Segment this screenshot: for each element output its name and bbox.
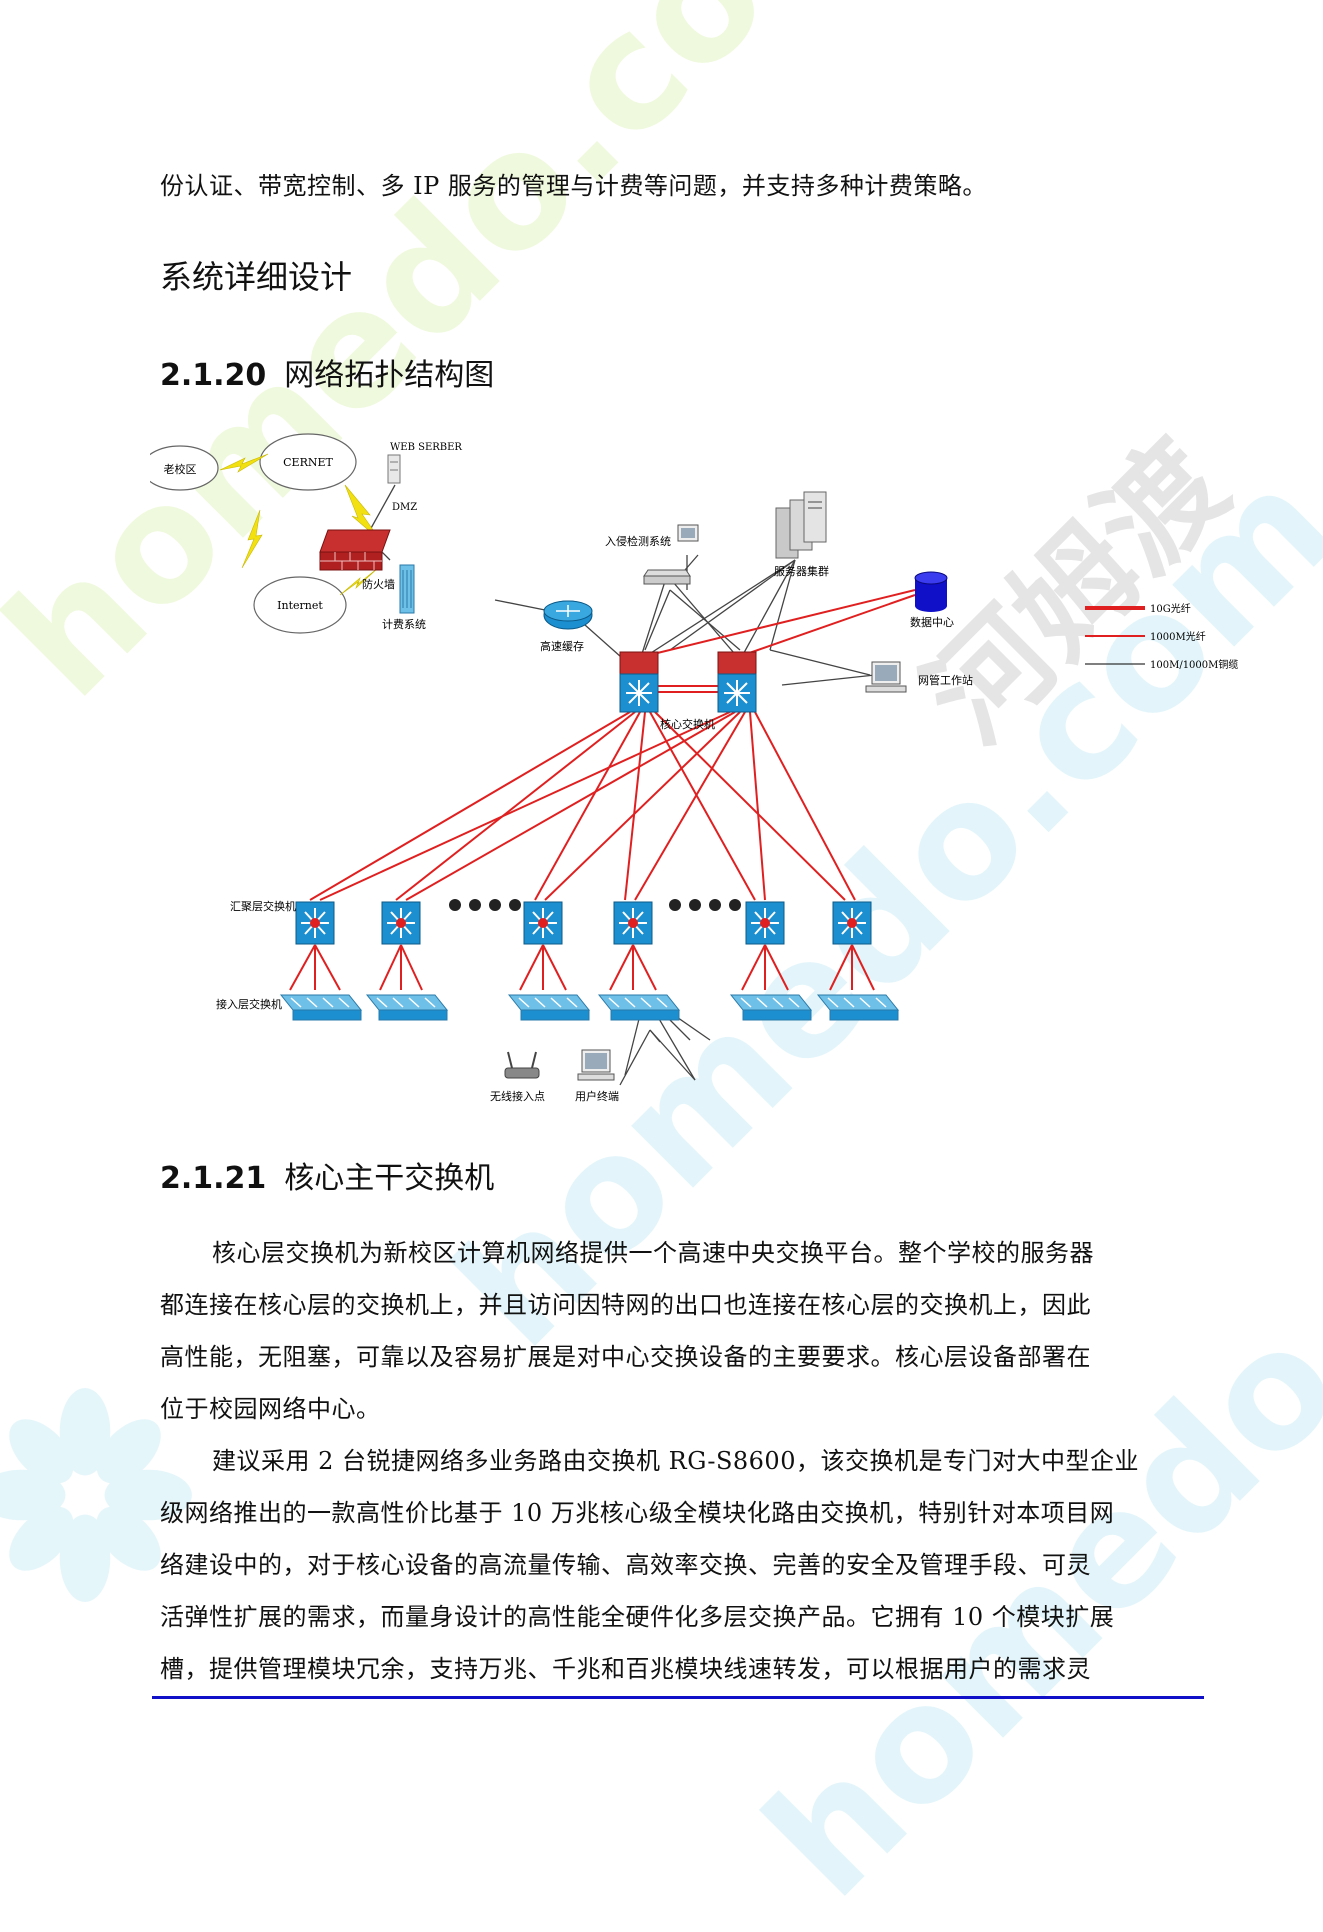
aggregation-switch-icon [745, 901, 785, 945]
database-icon [914, 571, 948, 612]
subsection-title: 网络拓扑结构图 [284, 358, 495, 393]
user-terminal-icon [577, 1049, 615, 1081]
label-cache: 高速缓存 [540, 639, 584, 653]
paragraph-rg-s8600: 建议采用 2 台锐捷网络多业务路由交换机 RG-S8600，该交换机是专门对大中… [160, 1435, 1200, 1695]
label-user-terminal: 用户终端 [575, 1089, 619, 1103]
network-topology-diagram: 老校区 CERNET Internet WEB SERBER DMZ [150, 433, 1238, 1103]
wan-link-lightning-icon [219, 453, 381, 596]
label-wireless-ap: 无线接入点 [490, 1089, 545, 1103]
workstation-icon [865, 661, 907, 693]
aggregation-switch-icon [613, 901, 653, 945]
core-switch-icon [717, 651, 757, 713]
subsection-heading-topology: 2.1.20 网络拓扑结构图 [160, 350, 494, 394]
access-switch-icon [507, 994, 591, 1021]
text-line: 槽，提供管理模块冗余，支持万兆、千兆和百兆模块线速转发，可以根据用户的需求灵 [160, 1655, 1091, 1683]
billing-system-icon [399, 564, 415, 614]
cloud-icon [253, 576, 347, 634]
label-agg-switch: 汇聚层交换机 [230, 899, 296, 913]
legend-label: 1000M光纤 [1150, 630, 1206, 643]
text-line: 都连接在核心层的交换机上，并且访问因特网的出口也连接在核心层的交换机上，因此 [160, 1291, 1091, 1319]
text-line: 核心层交换机为新校区计算机网络提供一个高速中央交换平台。整个学校的服务器 [212, 1239, 1094, 1267]
label-old-campus: 老校区 [164, 462, 197, 476]
server-cluster-icon [775, 491, 827, 559]
more-switches-dots [449, 899, 741, 911]
firewall-icon [319, 529, 391, 571]
aggregation-switch-icon [832, 901, 872, 945]
legend: 10G光纤 1000M光纤 100M/1000M铜缆 [1085, 602, 1238, 671]
wireless-ap-icon [504, 1051, 540, 1079]
access-switch-icon [729, 994, 813, 1021]
text-line: 络建设中的，对于核心设备的高流量传输、高效率交换、完善的安全及管理手段、可灵 [160, 1551, 1091, 1579]
text-line: 建议采用 2 台锐捷网络多业务路由交换机 RG-S8600，该交换机是专门对大中… [212, 1447, 1139, 1475]
cloud-icon [150, 445, 219, 491]
paragraph-core-intro: 核心层交换机为新校区计算机网络提供一个高速中央交换平台。整个学校的服务器 都连接… [160, 1227, 1200, 1435]
subsection-number: 2.1.21 [160, 1161, 267, 1196]
watermark-flower-logo [0, 1388, 192, 1602]
label-ids: 入侵检测系统 [605, 534, 671, 548]
label-cernet: CERNET [283, 456, 333, 469]
text-line: 高性能，无阻塞，可靠以及容易扩展是对中心交换设备的主要要求。核心层设备部署在 [160, 1343, 1091, 1371]
label-billing: 计费系统 [382, 618, 426, 631]
access-switch-icon [279, 994, 363, 1021]
aggregation-switches [295, 901, 872, 945]
aggregation-switch-icon [381, 901, 421, 945]
label-internet: Internet [277, 599, 323, 612]
subsection-heading-core: 2.1.21 核心主干交换机 [160, 1153, 494, 1197]
section-title: 系统详细设计 [160, 258, 353, 296]
legend-label: 100M/1000M铜缆 [1150, 658, 1238, 671]
aggregation-switch-icon [523, 901, 563, 945]
cache-router-icon [543, 600, 593, 630]
web-server-icon [387, 454, 401, 484]
subsection-title: 核心主干交换机 [284, 1161, 495, 1196]
aggregation-switch-icon [295, 901, 335, 945]
label-access-switch: 接入层交换机 [216, 997, 282, 1011]
intro-line: 份认证、带宽控制、多 IP 服务的管理与计费等问题，并支持多种计费策略。 [160, 172, 987, 200]
legend-label: 10G光纤 [1150, 602, 1191, 615]
access-switch-icon [816, 994, 900, 1021]
label-web-server: WEB SERBER [390, 442, 462, 453]
cloud-icon [259, 433, 357, 491]
access-switches [279, 994, 900, 1021]
fiber-links [289, 589, 916, 991]
label-server-cluster: 服务器集群 [774, 564, 829, 578]
subsection-number: 2.1.20 [160, 358, 267, 393]
access-switch-icon [365, 994, 449, 1021]
access-switch-icon [597, 994, 681, 1021]
text-line: 级网络推出的一款高性价比基于 10 万兆核心级全模块化路由交换机，特别针对本项目… [160, 1499, 1115, 1527]
footer-rule [152, 1696, 1204, 1699]
label-dmz: DMZ [392, 502, 417, 513]
label-firewall: 防火墙 [362, 577, 395, 591]
label-core-switch: 核心交换机 [660, 717, 715, 731]
label-mgmt-station: 网管工作站 [918, 673, 973, 687]
text-line: 位于校园网络中心。 [160, 1395, 381, 1423]
text-line: 活弹性扩展的需求，而量身设计的高性能全硬件化多层交换产品。它拥有 10 个模块扩… [160, 1603, 1115, 1631]
ids-device-icon [643, 524, 699, 585]
core-switch-icon [619, 651, 659, 713]
copper-links [369, 484, 876, 1086]
label-data-center: 数据中心 [910, 615, 954, 629]
